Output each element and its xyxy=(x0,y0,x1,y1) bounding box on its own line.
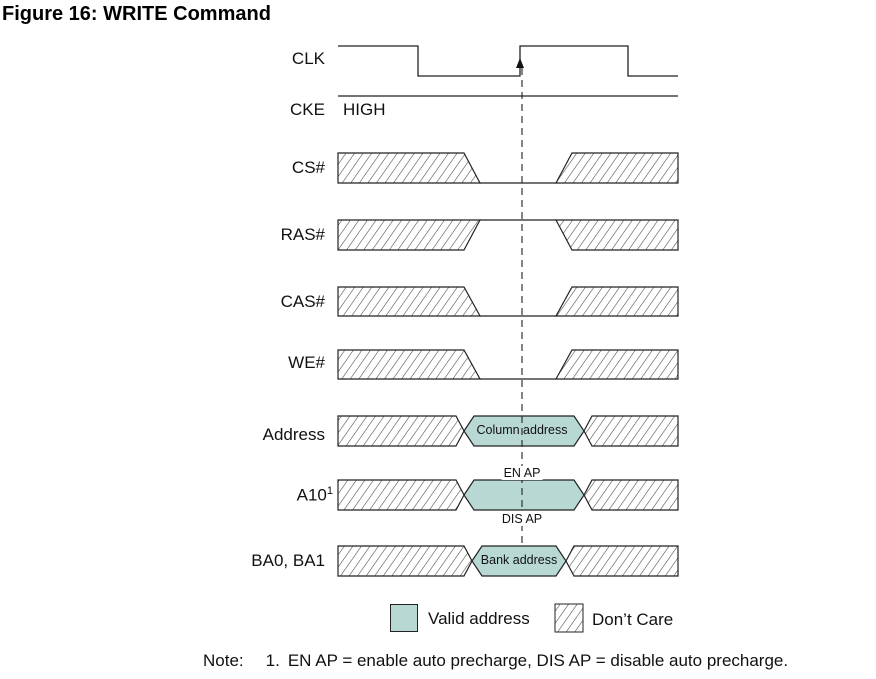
bank-address-label: Bank address xyxy=(480,553,558,567)
ba-dont-care-right xyxy=(565,545,679,577)
legend-dont-care-label: Don’t Care xyxy=(592,610,674,629)
cas-dont-care-left xyxy=(337,286,482,317)
legend-dont-care-swatch xyxy=(554,603,584,633)
a10-dont-care-left xyxy=(337,479,465,511)
label-clk: CLK xyxy=(291,49,325,68)
clk-rising-edge-arrow xyxy=(516,58,524,68)
we-dont-care-left xyxy=(337,349,482,380)
a10-waveform xyxy=(337,479,679,511)
dis-ap-label: DIS AP xyxy=(499,512,545,526)
cs-dont-care-left xyxy=(337,152,481,184)
label-we: WE# xyxy=(288,353,325,372)
label-ras: RAS# xyxy=(280,225,325,244)
ras-waveform xyxy=(337,219,679,251)
a10-dont-care-right xyxy=(583,479,679,511)
we-waveform xyxy=(337,349,679,380)
address-dont-care-left xyxy=(337,415,465,447)
label-cas: CAS# xyxy=(280,292,325,311)
ba-waveform xyxy=(337,545,679,577)
label-ba: BA0, BA1 xyxy=(251,551,325,570)
we-dont-care-right xyxy=(554,349,679,380)
note-index: 1. xyxy=(265,651,280,670)
figure-title: Figure 16: WRITE Command xyxy=(2,3,271,25)
cs-dont-care-right xyxy=(555,152,679,184)
label-cs: CS# xyxy=(291,158,325,177)
cas-waveform xyxy=(337,286,679,317)
note-text: EN AP = enable auto precharge, DIS AP = … xyxy=(287,651,789,670)
cs-waveform xyxy=(337,152,679,184)
ras-dont-care-right xyxy=(555,219,679,251)
en-ap-label: EN AP xyxy=(501,466,543,480)
legend-valid-label: Valid address xyxy=(428,609,530,628)
cas-dont-care-right xyxy=(554,286,679,317)
clk-waveform xyxy=(338,45,678,77)
column-address-label: Column address xyxy=(476,423,568,437)
note-label: Note: xyxy=(203,651,244,670)
address-waveform xyxy=(337,415,679,447)
a10-valid xyxy=(463,479,585,511)
legend-valid-swatch xyxy=(390,604,418,632)
address-dont-care-right xyxy=(583,415,679,447)
label-address: Address xyxy=(262,425,325,444)
cke-value: HIGH xyxy=(343,100,386,119)
ba-dont-care-left xyxy=(337,545,473,577)
footnote: Note: 1. EN AP = enable auto precharge, DI… xyxy=(203,651,788,671)
label-a10: A101 xyxy=(297,485,333,506)
label-cke: CKE xyxy=(290,100,325,119)
label-a10-footnote: 1 xyxy=(326,485,333,497)
label-a10-text: A10 xyxy=(296,485,327,505)
ras-dont-care-left xyxy=(337,219,481,251)
